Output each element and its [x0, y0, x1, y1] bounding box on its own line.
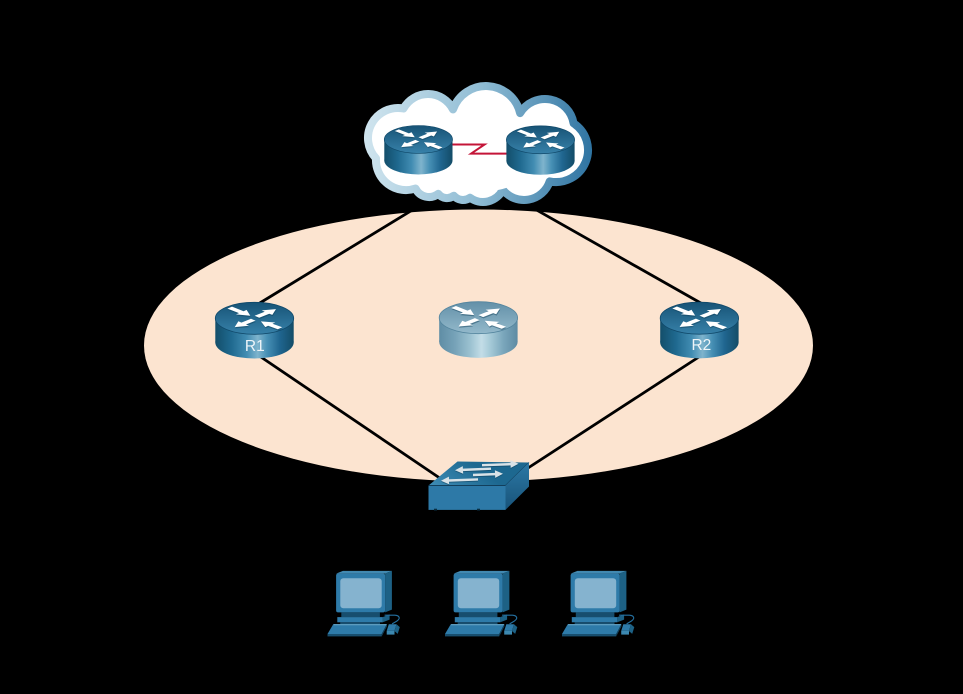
svg-text:R2: R2 — [691, 337, 711, 354]
svg-text:R1: R1 — [245, 338, 265, 355]
